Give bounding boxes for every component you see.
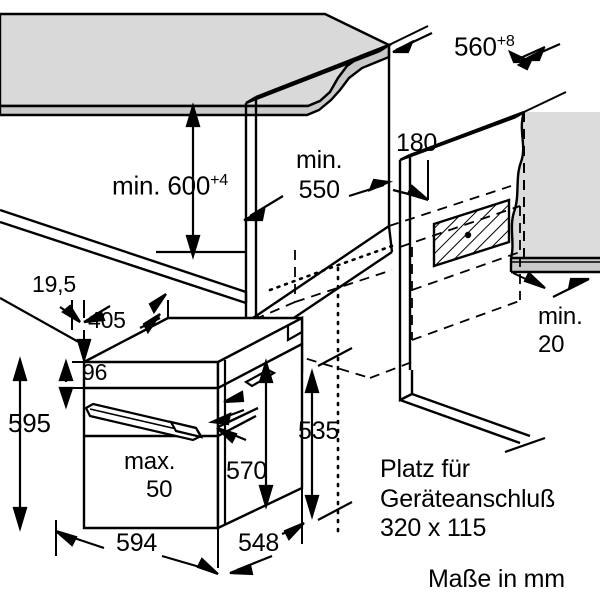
leader-line-connection-space — [504, 436, 546, 454]
lower-floor-lines — [399, 392, 531, 445]
dimension-lines — [0, 25, 590, 576]
dimension-label-worktop-depth: 560+8 — [454, 31, 515, 62]
dimension-label-appliance-depth: 548 — [238, 529, 280, 557]
dimension-label-niche-depth: min. 550 — [296, 146, 343, 204]
floor-lines — [0, 208, 248, 305]
dimension-label-control-panel-width: 405 — [88, 307, 126, 333]
dimension-label-appliance-body-height: 570 — [226, 457, 268, 485]
oven-appliance — [81, 316, 304, 530]
dimension-label-niche-height: min. 600+4 — [112, 170, 228, 201]
dimension-label-panel-height: 96 — [82, 359, 108, 385]
dimension-label-appliance-front-height: 595 — [8, 408, 51, 438]
dimension-label-appliance-front-width: 594 — [116, 529, 158, 557]
dimension-label-top-panel-thickness: 19,5 — [32, 271, 76, 297]
dimension-label-appliance-body-width: 535 — [298, 417, 340, 445]
note-units: Maße in mm — [428, 565, 565, 593]
worktop-slab — [0, 12, 392, 117]
back-wall — [509, 111, 600, 274]
dimension-label-door-gap: max. 50 — [124, 448, 176, 504]
note-connection-space: Platz für Geräteanschluß 320 x 115 — [380, 455, 556, 542]
dimension-label-front-offset: 180 — [396, 129, 438, 157]
construction-lines — [257, 112, 525, 536]
dimension-label-rear-gap: min. 20 — [538, 303, 583, 359]
connection-outlet-hatched — [432, 198, 511, 268]
